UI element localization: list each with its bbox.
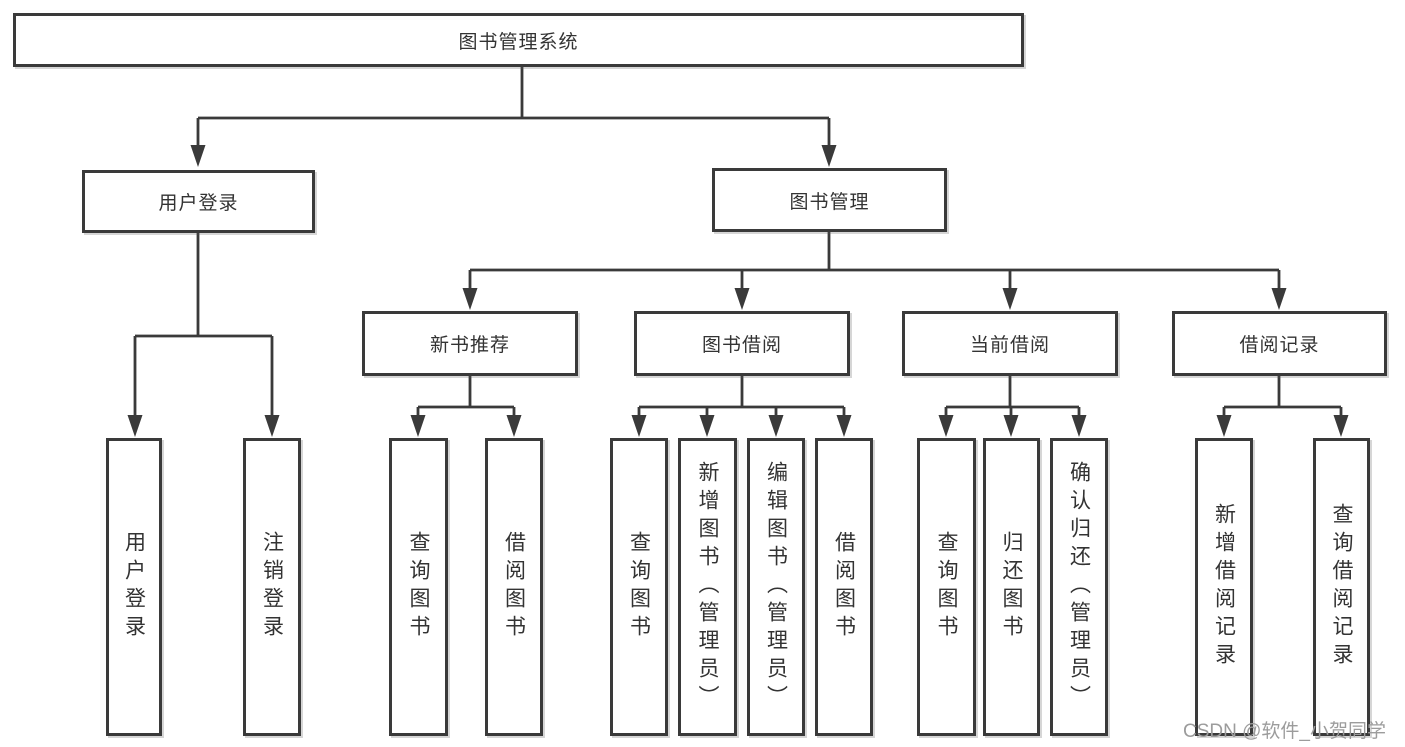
leaf-query-borrow-record-label: 查询借阅记录 — [1330, 503, 1353, 671]
node-book-management-label: 图书管理 — [789, 191, 870, 213]
node-book-borrow-label: 图书借阅 — [701, 335, 782, 356]
arrowhead-icons — [127, 145, 1349, 437]
node-borrow-records: 借阅记录 — [1172, 311, 1387, 376]
node-book-borrow: 图书借阅 — [634, 311, 850, 376]
leaf-query-books-current: 查询图书 — [917, 438, 976, 736]
leaf-edit-book-admin: 编辑图书（管理员） — [747, 438, 805, 736]
leaf-query-books-newbook: 查询图书 — [389, 438, 448, 736]
leaf-return-books: 归还图书 — [983, 438, 1040, 736]
leaf-borrow-books-borrow-label: 借阅图书 — [832, 531, 856, 643]
leaf-logout: 注销登录 — [243, 438, 301, 736]
leaf-borrow-books-newbook-label: 借阅图书 — [502, 531, 526, 643]
leaf-query-books-borrow-label: 查询图书 — [627, 531, 651, 643]
node-current-borrow: 当前借阅 — [902, 311, 1118, 376]
node-book-management: 图书管理 — [712, 168, 947, 232]
leaf-logout-label: 注销登录 — [260, 531, 284, 643]
node-root-label: 图书管理系统 — [458, 31, 579, 53]
node-new-book-recommend-label: 新书推荐 — [429, 335, 510, 356]
leaf-edit-book-admin-label: 编辑图书（管理员） — [764, 461, 788, 713]
leaf-confirm-return-admin: 确认归还（管理员） — [1050, 438, 1108, 736]
node-root: 图书管理系统 — [13, 13, 1024, 67]
leaf-borrow-books-borrow: 借阅图书 — [815, 438, 873, 736]
node-user-login: 用户登录 — [82, 170, 315, 233]
node-user-login-label: 用户登录 — [158, 193, 239, 214]
csdn-watermark: CSDN @软件_小贺同学 — [1183, 721, 1386, 742]
tree-edges — [133, 65, 1343, 418]
node-new-book-recommend: 新书推荐 — [362, 311, 578, 376]
leaf-add-book-admin-label: 新增图书（管理员） — [696, 461, 719, 713]
leaf-add-borrow-record-label: 新增借阅记录 — [1212, 503, 1236, 671]
node-borrow-records-label: 借阅记录 — [1239, 335, 1320, 356]
leaf-query-books-newbook-label: 查询图书 — [407, 531, 430, 643]
leaf-query-books-borrow: 查询图书 — [610, 438, 668, 736]
node-current-borrow-label: 当前借阅 — [969, 335, 1050, 356]
leaf-user-login: 用户登录 — [106, 438, 162, 736]
leaf-user-login-label: 用户登录 — [122, 531, 146, 643]
leaf-query-books-current-label: 查询图书 — [935, 531, 958, 643]
leaf-query-borrow-record: 查询借阅记录 — [1313, 438, 1370, 736]
leaf-return-books-label: 归还图书 — [1000, 531, 1023, 643]
leaf-borrow-books-newbook: 借阅图书 — [485, 438, 543, 736]
leaf-add-book-admin: 新增图书（管理员） — [678, 438, 737, 736]
leaf-add-borrow-record: 新增借阅记录 — [1195, 438, 1253, 736]
leaf-confirm-return-admin-label: 确认归还（管理员） — [1067, 461, 1091, 713]
